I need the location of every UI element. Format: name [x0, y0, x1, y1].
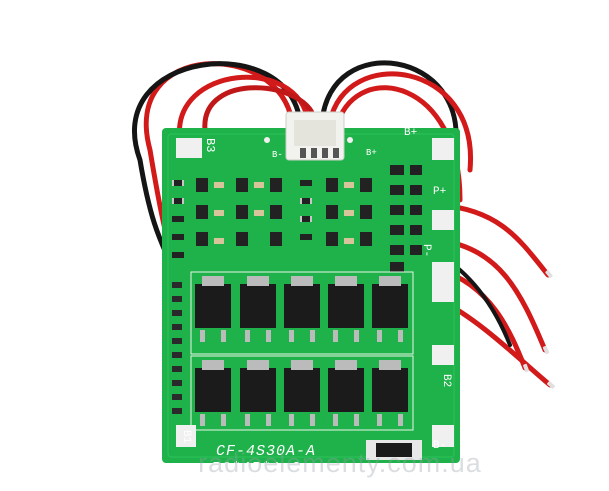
svg-text:P-: P-	[420, 244, 432, 257]
svg-text:B+: B+	[404, 127, 417, 139]
wire-tips	[523, 270, 555, 389]
svg-text:B3: B3	[203, 138, 217, 152]
smd-components	[172, 165, 422, 414]
svg-text:B-: B-	[272, 150, 283, 160]
svg-text:CF-4S30A-A: CF-4S30A-A	[216, 443, 316, 460]
shunt-resistor	[366, 440, 422, 460]
svg-text:B1: B1	[180, 430, 192, 444]
balance-connector	[285, 111, 345, 161]
svg-text:P+: P+	[433, 186, 446, 198]
svg-text:B+: B+	[366, 148, 377, 158]
svg-text:56*45*1.2mm: 56*45*1.2mm	[212, 460, 322, 477]
watermark: radioelementy.com.ua	[198, 448, 482, 478]
svg-text:B-: B-	[433, 440, 446, 452]
mosfets	[190, 271, 414, 431]
silkscreen: B3 B+ B- B+ P+ P- B2 B1 B- CF-4S30A-A 56…	[180, 127, 452, 477]
svg-text:B2: B2	[440, 374, 452, 387]
solder-pads	[176, 137, 454, 447]
